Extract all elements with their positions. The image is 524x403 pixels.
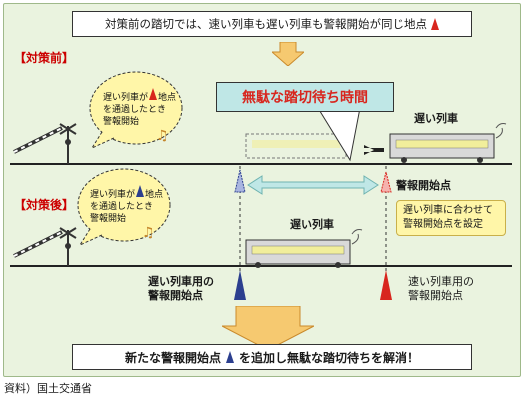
- footer-text-before: 新たな警報開始点: [124, 350, 221, 365]
- before-section-label: 【対策前】: [14, 51, 75, 65]
- after-section-label: 【対策後】: [14, 198, 75, 212]
- adjust-note-line2: 警報開始点を設定: [403, 219, 483, 230]
- red-marker: [380, 270, 392, 300]
- slow-point-label: 遅い列車用の 警報開始点: [148, 275, 214, 303]
- fast-point-label-line2: 警報開始点: [408, 289, 463, 302]
- adjust-note-box: 遅い列車に合わせて 警報開始点を設定: [396, 200, 506, 236]
- before-bubble-line1: 遅い列車が: [103, 93, 149, 103]
- slow-train-before: [389, 123, 507, 163]
- blue-marker-ghost: [234, 169, 246, 193]
- blue-marker-icon: [226, 351, 234, 363]
- waste-banner: 無駄な踏切待ち時間: [216, 82, 394, 112]
- fast-point-label-line1: 速い列車用の: [408, 275, 474, 288]
- before-bubble-line1b: 地点: [158, 93, 177, 103]
- before-bubble-line2: を通過したとき: [103, 105, 167, 115]
- after-slow-train-label: 遅い列車: [290, 218, 334, 231]
- crossing-gate-before: [13, 123, 77, 164]
- bell-icon: ♫: [142, 225, 155, 241]
- slow-point-label-line1: 遅い列車用の: [148, 275, 214, 288]
- after-bubble-line1b: 地点: [145, 190, 164, 200]
- header-text: 対策前の踏切では、速い列車も遅い列車も警報開始が同じ地点: [105, 17, 427, 31]
- before-slow-train-label: 遅い列車: [414, 112, 458, 125]
- footer-text-after: を追加し無駄な踏切待ちを解消！: [239, 350, 420, 365]
- crossing-gate-after: [13, 227, 77, 266]
- red-marker-icon: [431, 18, 439, 30]
- blue-marker: [234, 270, 246, 300]
- after-bubble-line3: 警報開始: [90, 214, 127, 224]
- after-bubble-line1: 遅い列車が: [90, 190, 136, 200]
- waste-callout-pointer: [317, 107, 361, 162]
- adjust-note-line1: 遅い列車に合わせて: [403, 205, 493, 216]
- before-bubble-text: 遅い列車が地点 を通過したとき 警報開始: [103, 88, 176, 128]
- after-bubble-shape: [77, 168, 171, 247]
- footer-box: 新たな警報開始点 を追加し無駄な踏切待ちを解消！: [72, 344, 472, 370]
- footer-down-arrow: [222, 306, 314, 350]
- before-bubble-shape: [89, 71, 183, 150]
- before-bubble-line3: 警報開始: [103, 117, 140, 127]
- train-direction-arrow: [364, 145, 384, 155]
- waste-banner-text: 無駄な踏切待ち時間: [242, 90, 368, 106]
- red-marker-ghost: [380, 171, 392, 193]
- after-bubble-line2: を通過したとき: [90, 202, 154, 212]
- time-span-double-arrow: [247, 175, 379, 195]
- header-box: 対策前の踏切では、速い列車も遅い列車も警報開始が同じ地点: [72, 11, 472, 37]
- bell-icon: ♫: [156, 128, 169, 144]
- before-warning-start-label: 警報開始点: [396, 179, 451, 192]
- ghost-train-before: [245, 133, 347, 159]
- header-down-arrow: [272, 42, 304, 66]
- slow-point-label-line2: 警報開始点: [148, 289, 203, 302]
- blue-marker-icon: [136, 185, 145, 197]
- red-marker-icon: [149, 88, 158, 100]
- source-caption: 資料）国土交通省: [4, 382, 92, 395]
- after-bubble-text: 遅い列車が地点 を通過したとき 警報開始: [90, 185, 163, 225]
- fast-point-label: 速い列車用の 警報開始点: [408, 275, 474, 303]
- slow-train-after: [245, 229, 363, 268]
